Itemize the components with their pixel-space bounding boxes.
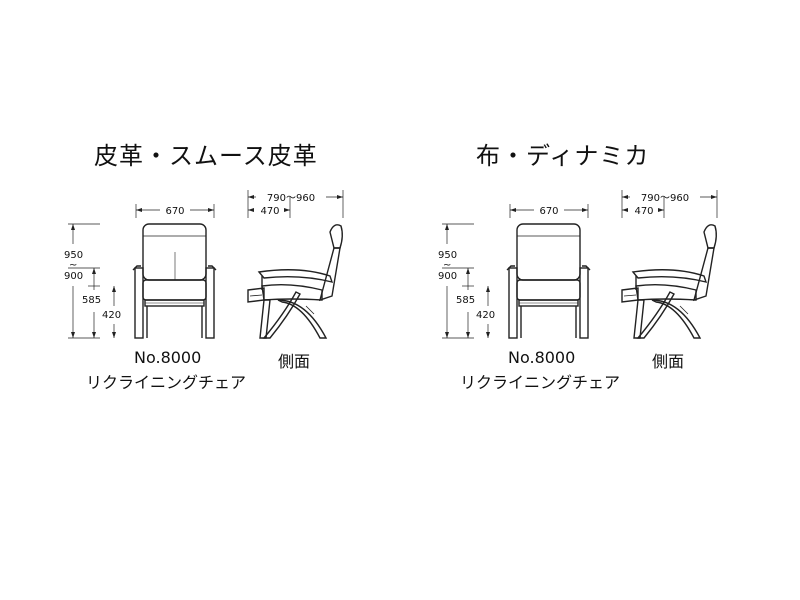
side-view-caption: 側面 bbox=[652, 352, 685, 371]
side-view-caption: 側面 bbox=[278, 352, 311, 371]
model-number: No.8000 bbox=[508, 348, 576, 367]
total-depth-label: 790〜960 bbox=[267, 193, 315, 204]
side-view-chair bbox=[621, 224, 717, 339]
height-high-label: 950 bbox=[438, 250, 457, 261]
width-label: 670 bbox=[165, 206, 184, 217]
seat-height-label: 420 bbox=[102, 310, 121, 321]
fabric-panel: 布・ディナミカ bbox=[374, 0, 774, 600]
total-depth-label: 790〜960 bbox=[641, 193, 689, 204]
seat-depth-label: 470 bbox=[260, 206, 279, 217]
dimension-drawing: 670 790〜960 470 950 ~ 900 585 420 bbox=[438, 190, 718, 339]
seat-depth-label: 470 bbox=[634, 206, 653, 217]
model-name: リクライニングチェア bbox=[460, 373, 621, 392]
panel-title: 皮革・スムース皮革 bbox=[94, 142, 318, 170]
model-number: No.8000 bbox=[134, 348, 202, 367]
front-view-chair bbox=[506, 223, 591, 339]
height-low-label: 900 bbox=[438, 271, 457, 282]
height-tilde: ~ bbox=[69, 260, 77, 271]
model-name: リクライニングチェア bbox=[86, 373, 247, 392]
dimension-lines bbox=[442, 190, 718, 339]
arm-height-label: 585 bbox=[82, 295, 101, 306]
arm-height-label: 585 bbox=[456, 295, 475, 306]
side-view-chair bbox=[247, 224, 343, 339]
panel-title: 布・ディナミカ bbox=[476, 142, 650, 170]
width-label: 670 bbox=[539, 206, 558, 217]
dimension-lines bbox=[68, 190, 344, 339]
seat-height-label: 420 bbox=[476, 310, 495, 321]
front-view-chair bbox=[132, 223, 217, 339]
height-low-label: 900 bbox=[64, 271, 83, 282]
leather-panel: 皮革・スムース皮革 bbox=[64, 142, 344, 392]
dimension-drawing: 670 790〜960 470 950 ~ 900 585 420 bbox=[64, 190, 344, 339]
height-high-label: 950 bbox=[64, 250, 83, 261]
height-tilde: ~ bbox=[443, 260, 451, 271]
